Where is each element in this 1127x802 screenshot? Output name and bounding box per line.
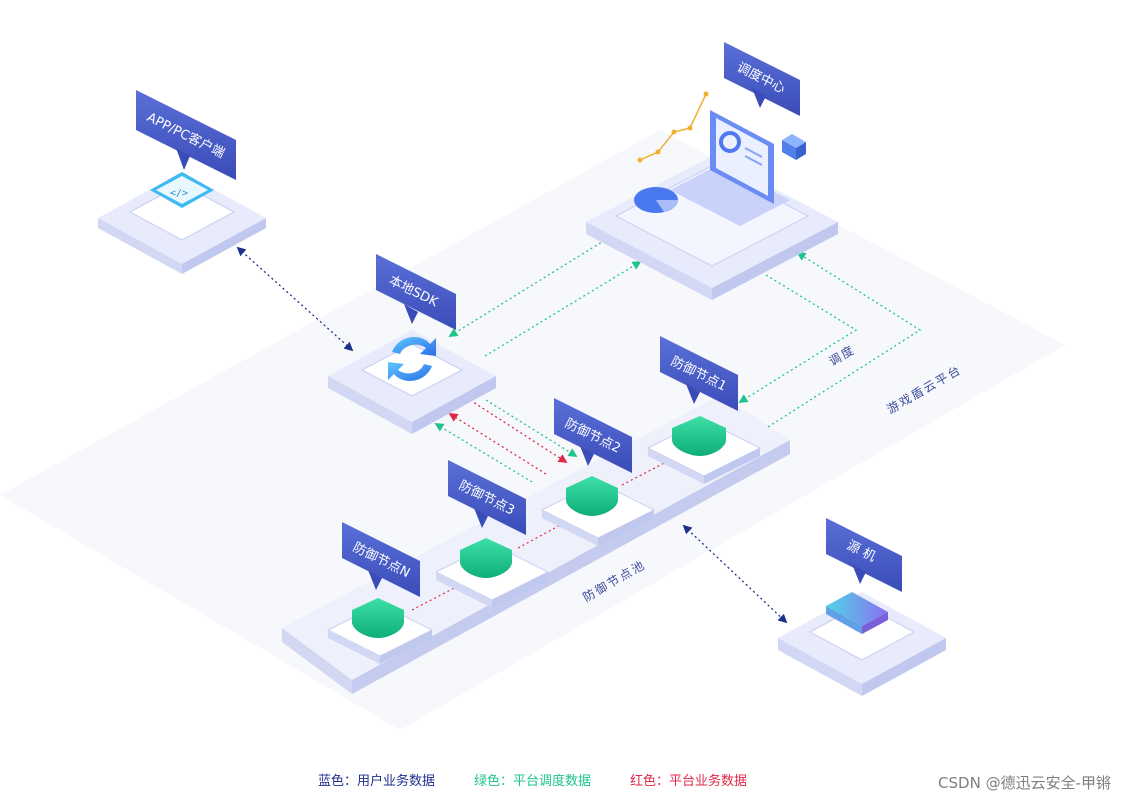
architecture-diagram: 游戏盾云平台 防御节点池 调度 </> [0,42,1065,730]
edge-sdk-dispatch-1 [448,239,606,337]
edge-node2-node1-red [621,459,671,486]
svg-text:</>: </> [170,188,188,199]
laptop-icon [670,110,790,226]
origin-tag: 源 机 [826,518,902,592]
edge-node3-sdk-green [434,423,533,483]
watermark: CSDN @德迅云安全-甲锵 [938,774,1111,792]
defense-pool-slab [282,395,790,694]
edge-sdk-dispatch-2 [484,261,642,357]
server-icon [826,592,888,634]
code-window-icon: </> [150,172,214,208]
node2-shield-icon [566,476,618,516]
platform-area [0,130,1065,730]
edge-node3-node2-red [517,521,567,549]
legend-green: 绿色：平台调度数据 [474,774,592,789]
pie-chart-icon [634,187,678,213]
sync-icon [388,337,436,381]
edge-pool-origin [682,524,788,624]
client-tag: APP/PC客户端 [136,90,236,180]
node3-shield-icon [460,538,512,578]
edge-dispatch-node1 [738,274,858,403]
edge-client-sdk [236,246,354,352]
noden-shield-icon [352,598,404,638]
legend: 蓝色：用户业务数据 绿色：平台调度数据 红色：平台业务数据 [0,770,1127,790]
legend-red: 红色：平台业务数据 [630,774,748,789]
trend-line-icon [637,91,709,163]
dispatch-tag: 调度中心 [724,42,800,116]
legend-blue: 蓝色：用户业务数据 [318,774,436,789]
client-platform [98,172,266,274]
edge-noden-node3-red [411,584,461,611]
edge-sdk-node2-red-2 [448,413,547,475]
edge-node1-dispatch [767,252,922,428]
edge-sdk-node2-red-1 [469,399,568,463]
cube-icon [782,134,806,160]
node1-shield-icon [672,416,726,456]
